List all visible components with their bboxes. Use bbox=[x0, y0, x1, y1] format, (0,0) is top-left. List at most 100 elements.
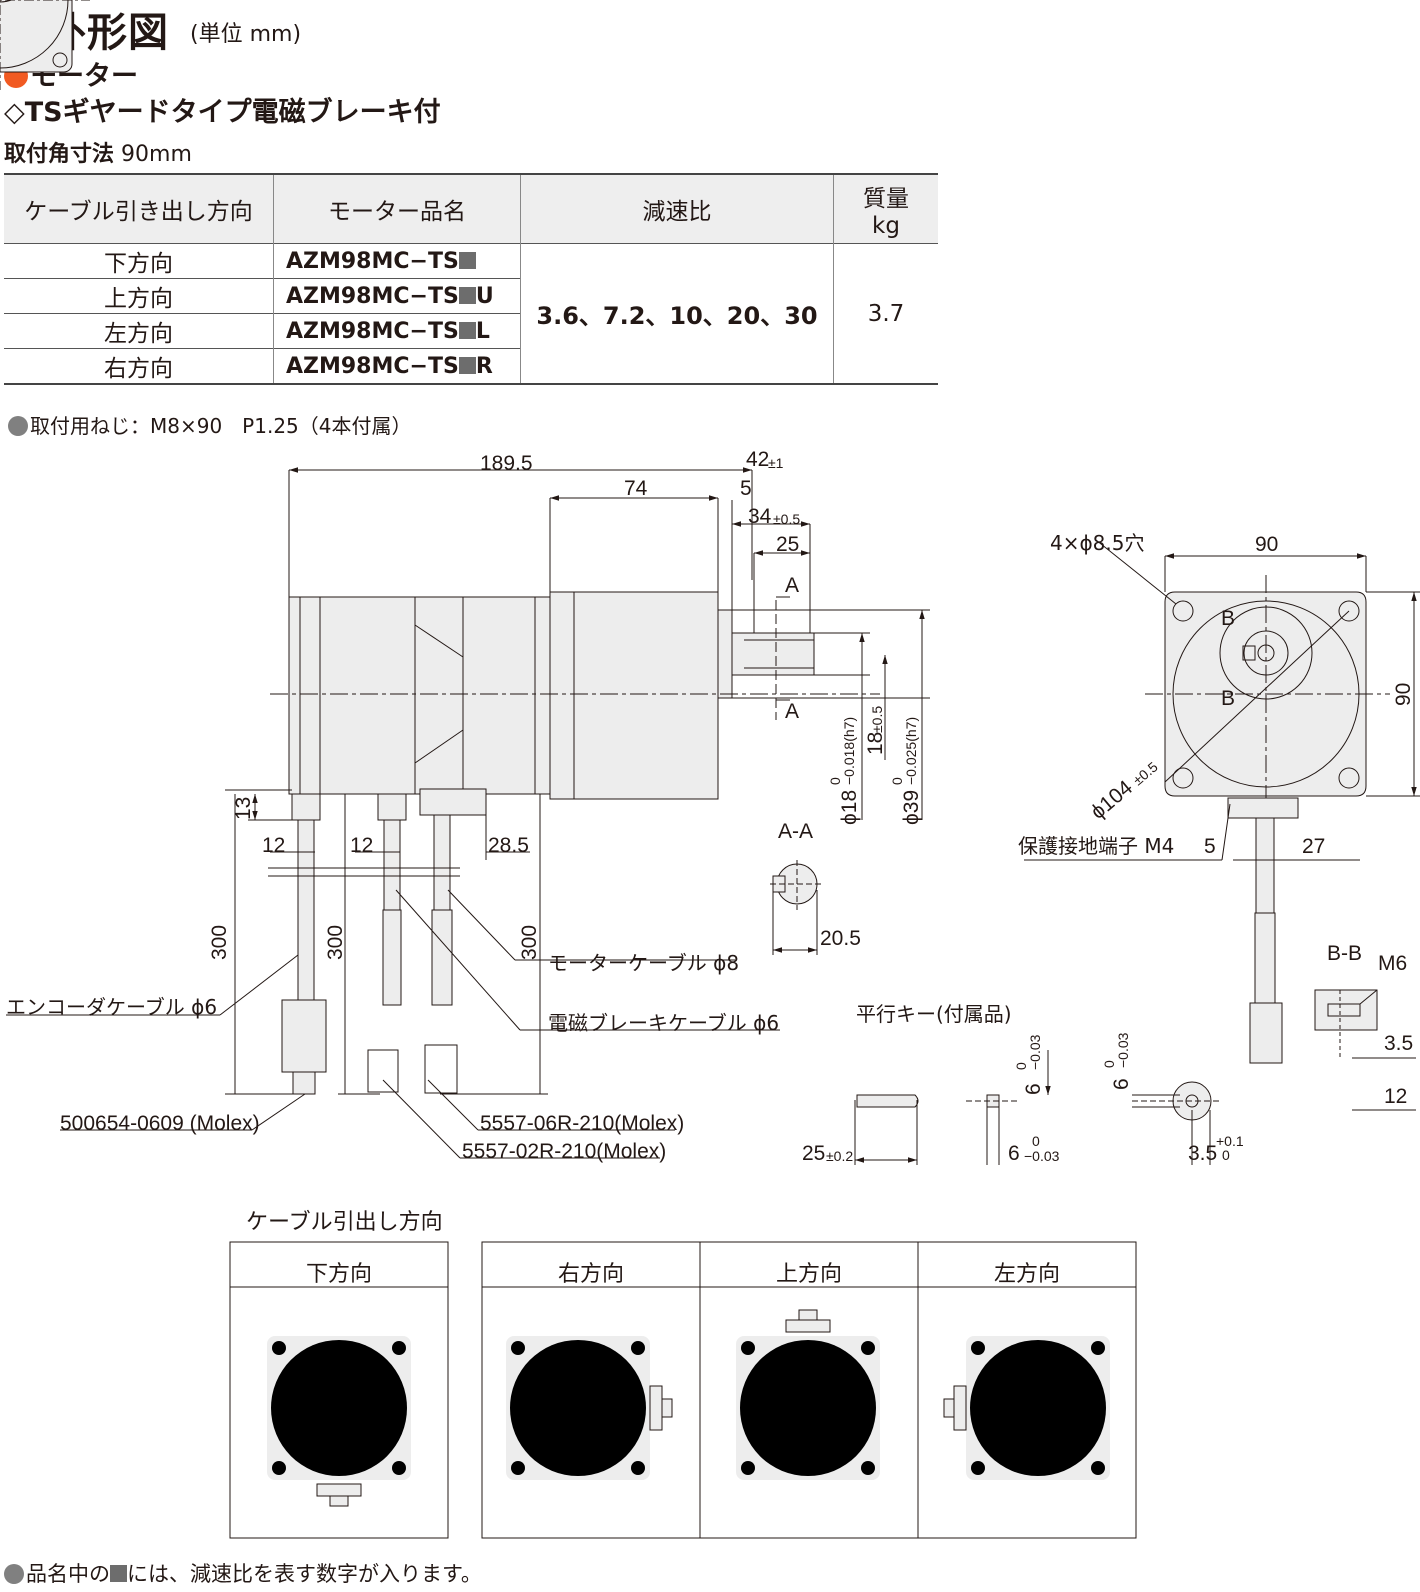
mini-motor-up bbox=[717, 1317, 899, 1499]
gray-dot-icon bbox=[8, 416, 28, 436]
svg-text:12: 12 bbox=[350, 834, 373, 857]
svg-text:B: B bbox=[1221, 687, 1235, 710]
callout-labels: モーターケーブル ϕ8 電磁ブレーキケーブル ϕ6 エンコーダケーブル ϕ6 5… bbox=[6, 951, 779, 1163]
svg-text:ϕ18: ϕ18 bbox=[838, 790, 861, 825]
svg-text:A: A bbox=[785, 574, 799, 597]
svg-text:90: 90 bbox=[1255, 533, 1278, 556]
svg-text:13: 13 bbox=[232, 797, 255, 820]
svg-text:189.5: 189.5 bbox=[480, 452, 533, 475]
svg-text:5557-06R-210(Molex): 5557-06R-210(Molex) bbox=[480, 1112, 684, 1135]
svg-text:500654-0609 (Molex): 500654-0609 (Molex) bbox=[60, 1112, 260, 1135]
svg-text:3.5: 3.5 bbox=[1384, 1032, 1413, 1055]
svg-text:25: 25 bbox=[802, 1142, 825, 1165]
svg-text:A: A bbox=[785, 700, 799, 723]
svg-text:−0.025(h7): −0.025(h7) bbox=[903, 717, 919, 785]
svg-text:25: 25 bbox=[776, 533, 799, 556]
direction-boxes bbox=[0, 0, 1137, 1539]
svg-text:90: 90 bbox=[1392, 683, 1415, 706]
product-type-heading: ◇TSギヤードタイプ電磁ブレーキ付 bbox=[4, 97, 441, 128]
col-ratio: 減速比 bbox=[520, 174, 834, 244]
svg-text:±0.5: ±0.5 bbox=[773, 511, 800, 527]
svg-text:5: 5 bbox=[1204, 835, 1216, 858]
svg-text:5557-02R-210(Molex): 5557-02R-210(Molex) bbox=[462, 1140, 666, 1163]
svg-text:0: 0 bbox=[1101, 1060, 1117, 1068]
svg-text:−0.018(h7): −0.018(h7) bbox=[841, 717, 857, 785]
svg-text:12: 12 bbox=[1384, 1085, 1407, 1108]
svg-text:0: 0 bbox=[1032, 1133, 1040, 1149]
svg-text:±0.5: ±0.5 bbox=[869, 706, 885, 733]
direction-section-title: ケーブル引出し方向 bbox=[246, 1210, 443, 1235]
svg-text:42: 42 bbox=[746, 448, 769, 471]
direction-label-left: 左方向 bbox=[993, 1262, 1060, 1287]
svg-text:0: 0 bbox=[1222, 1147, 1230, 1163]
unit-label: (単位 mm) bbox=[190, 22, 302, 47]
svg-text:6: 6 bbox=[1110, 1078, 1133, 1090]
svg-text:6: 6 bbox=[1008, 1142, 1020, 1165]
svg-text:3.5: 3.5 bbox=[1188, 1142, 1217, 1165]
placeholder-square-icon bbox=[458, 251, 476, 269]
mount-size: 取付角寸法 90mm bbox=[4, 142, 192, 167]
svg-text:平行キー(付属品): 平行キー(付属品) bbox=[856, 1002, 1012, 1026]
svg-text:0: 0 bbox=[1013, 1062, 1029, 1070]
parallel-key bbox=[854, 1050, 1222, 1165]
placeholder-square-icon bbox=[110, 1565, 127, 1582]
svg-text:300: 300 bbox=[208, 925, 231, 960]
gray-dot-icon bbox=[4, 1564, 24, 1584]
svg-text:−0.03: −0.03 bbox=[1027, 1034, 1043, 1070]
svg-text:27: 27 bbox=[1302, 835, 1325, 858]
svg-text:12: 12 bbox=[262, 834, 285, 857]
mini-motor-front bbox=[0, 0, 90, 90]
svg-text:±0.2: ±0.2 bbox=[826, 1148, 853, 1164]
svg-text:34: 34 bbox=[748, 505, 772, 528]
svg-text:5: 5 bbox=[740, 477, 752, 500]
motor-front-view bbox=[1024, 539, 1420, 1064]
table-row: 下方向 AZM98MC−TS 3.6、7.2、10、20、30 3.7 bbox=[4, 243, 938, 384]
col-direction: ケーブル引き出し方向 bbox=[4, 174, 274, 244]
svg-text:18: 18 bbox=[864, 732, 887, 755]
placeholder-square-icon bbox=[458, 286, 476, 304]
svg-text:エンコーダケーブル ϕ6: エンコーダケーブル ϕ6 bbox=[6, 995, 217, 1019]
screw-note: 取付用ねじ：M8×90 P1.25（4本付属） bbox=[8, 410, 412, 439]
svg-text:M6: M6 bbox=[1378, 952, 1407, 975]
svg-text:A-A: A-A bbox=[778, 820, 813, 843]
svg-text:6: 6 bbox=[1022, 1083, 1045, 1095]
svg-text:0: 0 bbox=[827, 777, 843, 785]
col-model: モーター品名 bbox=[273, 174, 521, 244]
section-a-a bbox=[770, 860, 824, 955]
mini-motor-down bbox=[248, 1317, 430, 1499]
svg-text:300: 300 bbox=[518, 925, 541, 960]
mass-cell: 3.7 bbox=[833, 243, 938, 384]
svg-text:28.5: 28.5 bbox=[488, 834, 529, 857]
direction-label-down: 下方向 bbox=[305, 1262, 372, 1287]
svg-text:74: 74 bbox=[624, 477, 648, 500]
section-b-b bbox=[1314, 989, 1416, 1111]
svg-text:+0.1: +0.1 bbox=[1216, 1133, 1244, 1149]
svg-text:−0.03: −0.03 bbox=[1024, 1148, 1060, 1164]
svg-text:電磁ブレーキケーブル ϕ6: 電磁ブレーキケーブル ϕ6 bbox=[548, 1011, 779, 1035]
motor-side-view bbox=[270, 591, 880, 800]
svg-text:300: 300 bbox=[324, 925, 347, 960]
footnote: 品名中のには、減速比を表す数字が入ります。 bbox=[4, 1558, 482, 1588]
mini-motor-left bbox=[947, 1317, 1129, 1499]
mini-terminals bbox=[316, 1309, 967, 1507]
svg-text:B-B: B-B bbox=[1327, 942, 1362, 965]
svg-text:−0.03: −0.03 bbox=[1115, 1032, 1131, 1068]
svg-text:保護接地端子 M4: 保護接地端子 M4 bbox=[1018, 834, 1174, 858]
dimension-labels: 189.5 42±1 74 5 34±0.5 25 A A 12 12 28.5… bbox=[208, 448, 1415, 1165]
dimension-lines bbox=[225, 467, 930, 1095]
svg-text:4×ϕ8.5穴: 4×ϕ8.5穴 bbox=[1050, 531, 1144, 555]
mini-motor-right bbox=[487, 1317, 669, 1499]
svg-text:0: 0 bbox=[889, 777, 905, 785]
cables-side bbox=[268, 788, 487, 1095]
svg-text:ϕ39: ϕ39 bbox=[900, 790, 923, 825]
svg-text:B: B bbox=[1221, 607, 1235, 630]
direction-label-right: 右方向 bbox=[557, 1262, 624, 1287]
placeholder-square-icon bbox=[458, 321, 476, 339]
